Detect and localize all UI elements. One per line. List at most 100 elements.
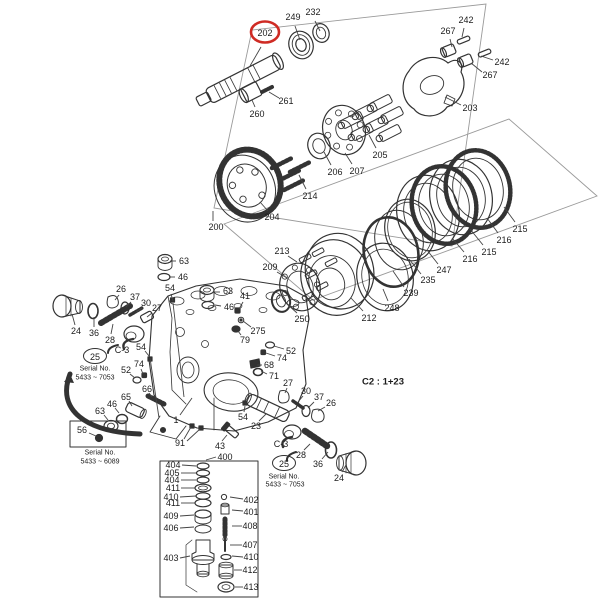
oil-seal: [312, 23, 330, 43]
svg-text:25: 25: [90, 352, 100, 362]
bolt-74-a: [260, 349, 267, 356]
part-label-404: 404: [164, 475, 196, 485]
washer-37-b: [301, 404, 311, 418]
friction-disc-stack: [396, 148, 513, 252]
cylinder-block: [213, 146, 284, 223]
disc-215-b: [443, 148, 513, 230]
part-label-28: 28: [296, 443, 311, 460]
svg-text:407: 407: [242, 540, 257, 550]
part-label-216: 216: [486, 217, 512, 245]
valve-65: [125, 402, 147, 419]
svg-text:214: 214: [302, 191, 317, 201]
part-label-26: 26: [114, 284, 126, 301]
part-label-248: 248: [382, 288, 400, 313]
svg-text:248: 248: [384, 303, 399, 313]
part-label-5433-7053: 5433 ~ 7053: [265, 482, 304, 489]
part-label-413: 413: [235, 582, 259, 592]
part-label-402: 402: [229, 495, 259, 505]
part-label-407: 407: [230, 540, 258, 550]
svg-text:403: 403: [163, 553, 178, 563]
poppet-27-b: [277, 390, 290, 404]
svg-text:37: 37: [130, 292, 140, 302]
part-label-267: 267: [470, 62, 498, 80]
part-label-68: 68: [257, 360, 274, 370]
bolt-91-dots: [189, 423, 204, 431]
arrow-25-a: [107, 344, 119, 354]
svg-text:43: 43: [215, 441, 225, 451]
svg-text:203: 203: [462, 103, 477, 113]
part-label-216: 216: [451, 237, 478, 264]
svg-text:5433 ~ 6089: 5433 ~ 6089: [80, 459, 119, 466]
part-label-63: 63: [95, 406, 109, 421]
svg-text:36: 36: [89, 328, 99, 338]
svg-text:200: 200: [208, 222, 223, 232]
svg-text:402: 402: [243, 495, 258, 505]
svg-text:27: 27: [283, 378, 293, 388]
c3-arrow-a: [122, 337, 135, 351]
svg-text:205: 205: [372, 150, 387, 160]
part-label-215: 215: [469, 228, 497, 257]
part-label-91: 91: [175, 426, 201, 448]
boot-26-a: [106, 295, 119, 309]
ring-71: [252, 367, 264, 377]
svg-text:215: 215: [512, 224, 527, 234]
svg-text:404: 404: [164, 475, 179, 485]
svg-text:63: 63: [95, 406, 105, 416]
svg-text:54: 54: [136, 342, 146, 352]
rear-cover: [402, 56, 465, 117]
retainer-washer: [307, 132, 331, 160]
part-label-54: 54: [238, 405, 248, 422]
part-label-c-3: C-3: [115, 345, 130, 355]
plug-79: [231, 325, 241, 333]
svg-text:26: 26: [326, 398, 336, 408]
part-label-56: 56: [77, 425, 97, 437]
svg-text:209: 209: [262, 262, 277, 272]
part-label-46: 46: [214, 302, 234, 312]
pin-275: [237, 316, 245, 324]
svg-text:52: 52: [286, 346, 296, 356]
part-label-serial-no: Serial No.: [80, 366, 111, 373]
part-label-23: 23: [251, 413, 267, 431]
disc-215-a: [409, 164, 479, 246]
part-label-27: 27: [283, 378, 293, 394]
o-ring-46-a: [157, 272, 171, 282]
svg-text:37: 37: [314, 392, 324, 402]
svg-text:27: 27: [152, 303, 162, 313]
svg-text:409: 409: [163, 511, 178, 521]
svg-text:46: 46: [178, 272, 188, 282]
part-label-213: 213: [274, 246, 298, 263]
motor-casing: [148, 278, 310, 440]
svg-text:5433 ~ 7053: 5433 ~ 7053: [75, 375, 114, 382]
part-label-37: 37: [307, 392, 324, 409]
part-label-c2-1-23: C2 : 1+23: [362, 376, 404, 387]
svg-text:215: 215: [481, 247, 496, 257]
part-label-26: 26: [317, 398, 336, 412]
svg-text:404: 404: [165, 460, 180, 470]
part-label-5433-6089: 5433 ~ 6089: [80, 459, 119, 466]
svg-text:267: 267: [440, 26, 455, 36]
svg-text:239: 239: [403, 288, 418, 298]
svg-text:Serial No.: Serial No.: [269, 474, 300, 481]
svg-text:1: 1: [173, 415, 178, 425]
bolt-74-b: [141, 372, 148, 379]
svg-text:408: 408: [242, 521, 257, 531]
cover-pin-a: [456, 35, 471, 45]
part-label-203: 203: [444, 96, 478, 113]
svg-text:247: 247: [436, 265, 451, 275]
part-label-260: 260: [249, 99, 265, 119]
part-label-30: 30: [297, 386, 311, 403]
part-label-28: 28: [105, 323, 115, 345]
svg-text:91: 91: [175, 438, 185, 448]
svg-text:46: 46: [224, 302, 234, 312]
part-label-200: 200: [208, 211, 224, 232]
part-label-27: 27: [146, 303, 162, 318]
svg-text:65: 65: [121, 392, 131, 402]
svg-text:54: 54: [238, 412, 248, 422]
spring-30-b: [291, 399, 305, 410]
plug-63-a: [157, 253, 173, 271]
svg-text:74: 74: [134, 359, 144, 369]
part-label-410: 410: [163, 492, 197, 502]
